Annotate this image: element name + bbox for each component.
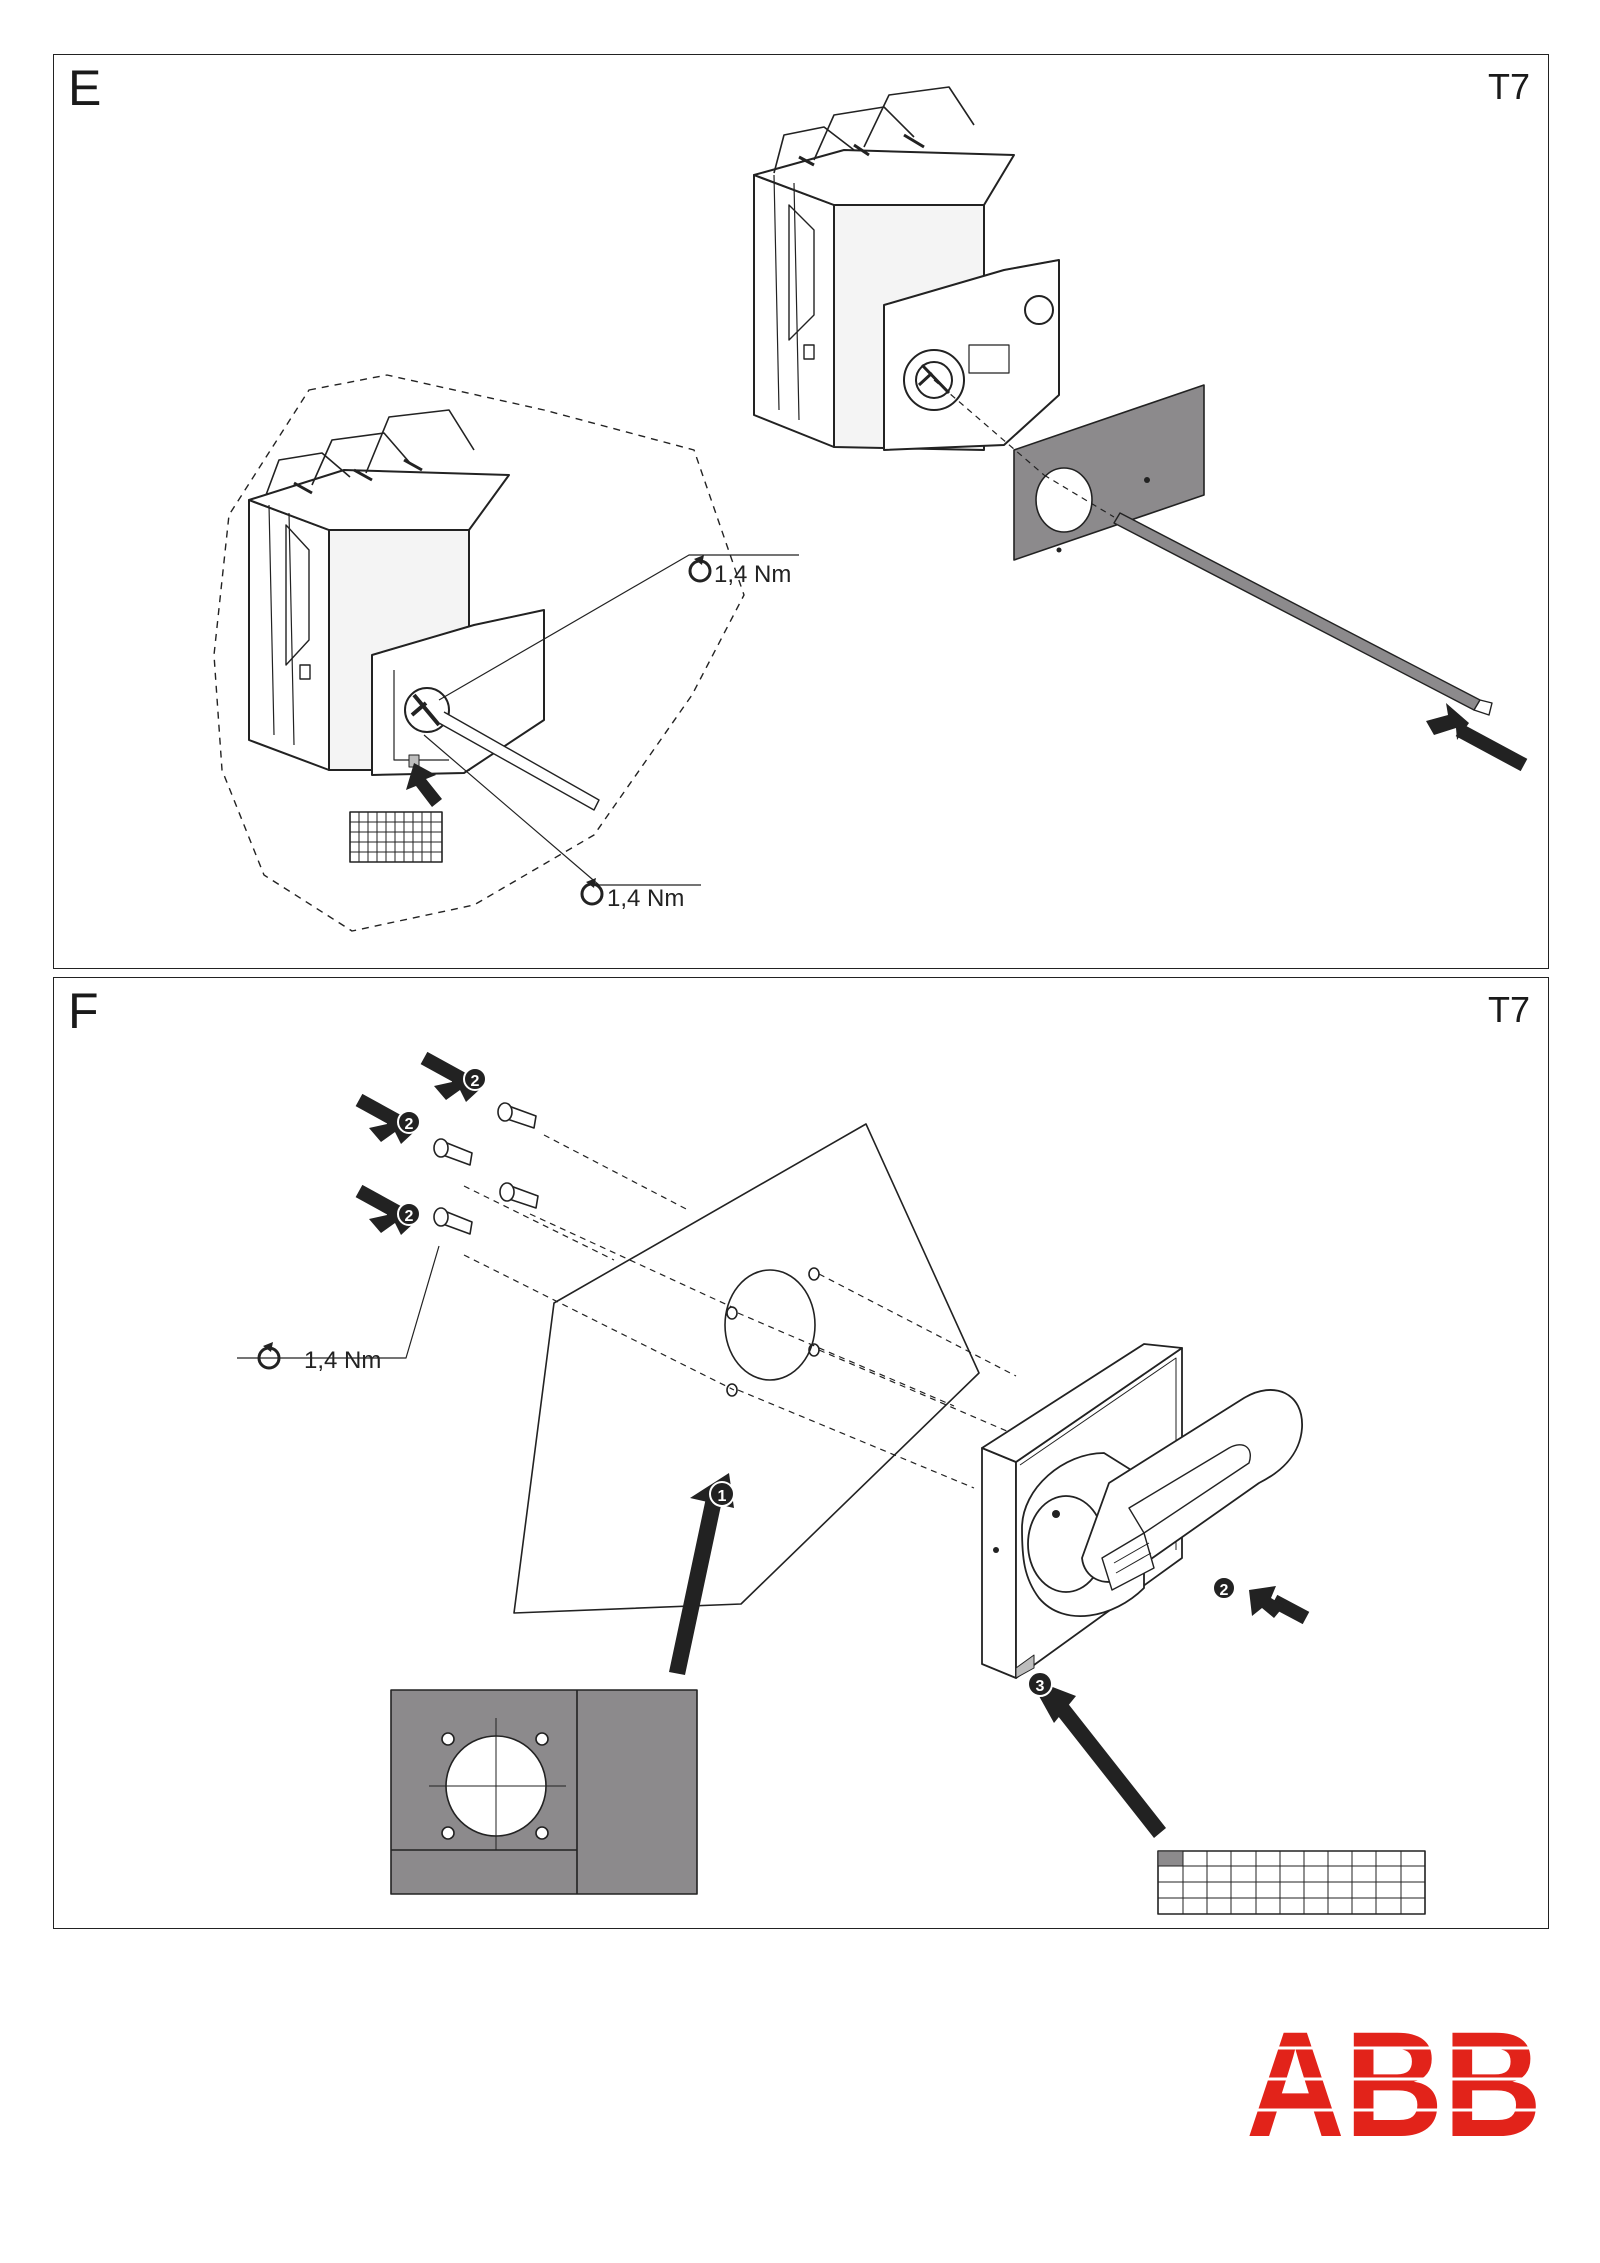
step-number-icon (463, 1067, 487, 1091)
step-number-icon (397, 1110, 421, 1134)
step-arrow-2a: 2 (420, 1051, 487, 1102)
detail-outline (213, 374, 745, 932)
panel-f-illustration: 2 2 2 1,4 Nm 1 (237, 1051, 1426, 1915)
breaker-lower (248, 409, 799, 886)
step-arrow-2b: 2 (355, 1093, 421, 1144)
panel-model: T7 (1487, 66, 1530, 107)
torque-value: 1,4 Nm (714, 561, 791, 588)
panel-letter: F (68, 983, 99, 1039)
step-number: 3 (1036, 1678, 1045, 1695)
door-cutout (724, 1267, 820, 1397)
panel-model: T7 (1487, 989, 1530, 1030)
label-sheet (1157, 1850, 1426, 1915)
arrow-icon (1426, 703, 1528, 772)
step-number: 1 (718, 1488, 727, 1505)
step-number-icon (1212, 1576, 1236, 1600)
step-arrow-2d: 2 (1212, 1576, 1310, 1625)
label-sheet (349, 811, 443, 863)
torque-label-upper: 1,4 Nm (688, 555, 791, 588)
panel-e-illustration: 1,4 Nm 1,4 Nm (213, 86, 1528, 932)
logo-stripes (1246, 2046, 1542, 2112)
screw-set (433, 1102, 539, 1235)
alignment-lines (463, 1134, 1047, 1489)
step-arrow-3: 3 (1027, 1671, 1166, 1838)
panel-letter: E (68, 60, 102, 116)
step-number-icon (709, 1481, 735, 1507)
torque-label-lower: 1,4 Nm (580, 878, 684, 912)
torque-value: 1,4 Nm (607, 885, 684, 912)
drilling-template (390, 1689, 698, 1895)
step-number-icon (397, 1202, 421, 1226)
panel-f: F T7 (53, 977, 1549, 1929)
step-number: 2 (1220, 1582, 1229, 1599)
arrow-icon (406, 763, 442, 807)
torque-rotation-icon (257, 1342, 281, 1370)
panel-e: E T7 (53, 54, 1549, 969)
torque-label: 1,4 Nm (257, 1342, 381, 1374)
torque-leader (237, 1245, 440, 1359)
rotary-handle (981, 1343, 1303, 1679)
breaker-upper (753, 86, 1493, 716)
torque-rotation-icon (580, 878, 604, 906)
step-number: 2 (405, 1208, 414, 1225)
torque-value: 1,4 Nm (304, 1347, 381, 1374)
abb-logo: ABB (1246, 2018, 1542, 2140)
torque-rotation-icon (688, 555, 712, 583)
step-number-icon (1027, 1671, 1053, 1697)
step-number: 2 (405, 1116, 414, 1133)
step-number: 2 (471, 1073, 480, 1090)
step-arrow-2c: 2 (355, 1184, 421, 1235)
step-arrow-1: 1 (669, 1473, 735, 1675)
